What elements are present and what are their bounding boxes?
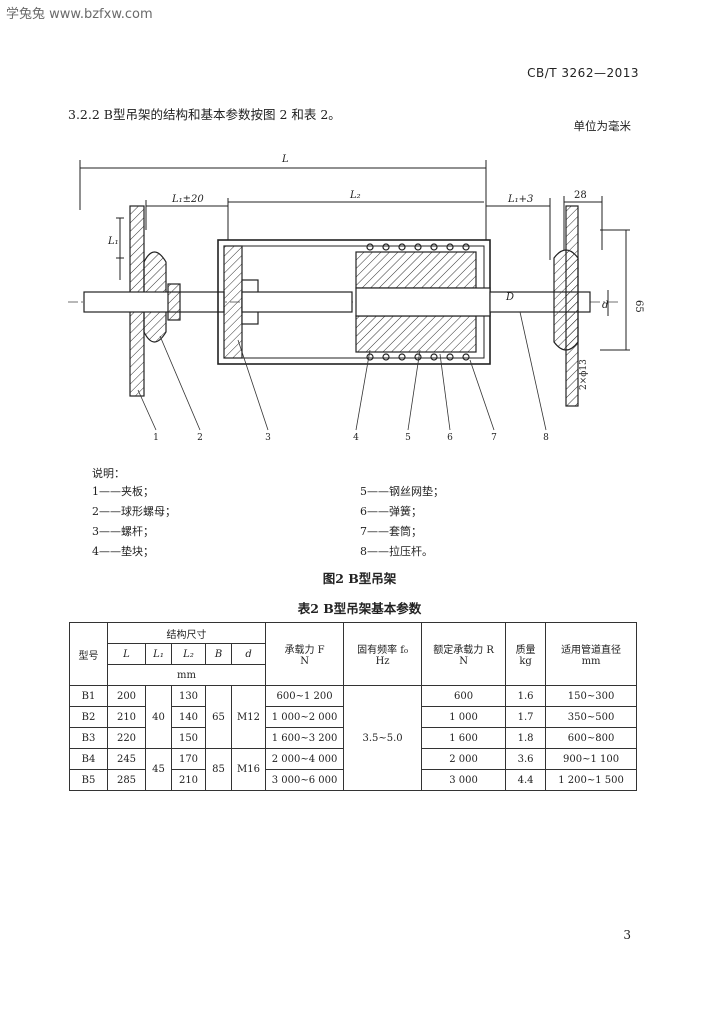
b-group-2: 85 <box>205 748 232 791</box>
header-d: d <box>230 643 267 665</box>
callout-7: 7 <box>491 433 497 440</box>
dim-label-L1: L₁ <box>107 236 119 247</box>
table-row: B1 200 40 130 65 M12 600~1 200 3.5~5.0 6… <box>69 685 638 791</box>
header-L: L <box>107 643 146 665</box>
dim-label-L1-tol: L₁±20 <box>171 194 204 205</box>
page-number: 3 <box>623 928 631 942</box>
standard-code: CB/T 3262—2013 <box>527 66 639 80</box>
callout-8: 8 <box>543 433 549 440</box>
header-B: B <box>205 643 232 665</box>
callout-3: 3 <box>265 433 271 440</box>
callout-1: 1 <box>153 433 159 440</box>
l1-group-2: 45 <box>145 748 172 791</box>
d-group-2: M16 <box>230 748 267 791</box>
callout-6: 6 <box>447 433 453 440</box>
header-L1: L₁ <box>145 643 172 665</box>
table-caption: 表2 B型吊架基本参数 <box>297 601 422 616</box>
dim-label-L: L <box>281 154 289 165</box>
b-group-1: 65 <box>205 685 232 749</box>
clause-text: 3.2.2 B型吊架的结构和基本参数按图 2 和表 2。 <box>68 107 341 122</box>
spacer-and-mesh <box>355 251 491 353</box>
dim-label-L2: L₂ <box>349 190 361 201</box>
l1-group-1: 40 <box>145 685 172 749</box>
table-row: B2 210 140 1 000~2 000 1 000 1.7 350~500 <box>69 706 638 728</box>
callout-5: 5 <box>405 433 411 440</box>
legend-item: 6——弹簧； <box>360 505 422 518</box>
header-unit-mm: mm <box>106 664 267 686</box>
legend-item: 7——套筒； <box>360 525 422 538</box>
dim-label-65: 65 <box>633 300 644 313</box>
header-L2: L₂ <box>171 643 206 665</box>
table-row: B5 285 210 3 000~6 000 3 000 4.4 1 200~1… <box>69 769 638 791</box>
legend-item: 1——夹板； <box>92 485 154 498</box>
d-group-1: M12 <box>230 685 267 749</box>
screw-end-cap <box>223 245 353 359</box>
dim-label-28: 28 <box>574 190 587 201</box>
unit-note: 单位为毫米 <box>573 119 632 133</box>
dim-label-L1-plus: L₁+3 <box>507 194 533 205</box>
figure-b-hanger-drawing: L L₁±20 L₂ L₁+3 28 L₁ D d 65 2×ϕ13 1 2 3… <box>68 154 644 440</box>
callout-4: 4 <box>353 433 359 440</box>
freq-value: 3.5~5.0 <box>343 685 423 791</box>
dim-label-d: d <box>602 300 608 311</box>
callout-2: 2 <box>197 433 203 440</box>
right-pull-rod <box>489 205 591 407</box>
spring-coils <box>366 243 470 361</box>
legend-item: 3——螺杆； <box>92 525 154 538</box>
legend-left-column: 1——夹板； 2——球形螺母； 3——螺杆； 4——垫块； <box>92 482 176 562</box>
figure-caption: 图2 B型吊架 <box>322 571 397 586</box>
table-row: B4 245 45 170 85 M16 2 000~4 000 2 000 3… <box>69 748 638 791</box>
legend-item: 5——钢丝网垫； <box>360 485 444 498</box>
legend-item: 8——拉压杆。 <box>360 545 433 558</box>
left-rod <box>83 283 225 321</box>
header-model: 型号 <box>69 622 108 686</box>
dim-label-D: D <box>505 292 514 303</box>
legend-right-column: 5——钢丝网垫； 6——弹簧； 7——套筒； 8——拉压杆。 <box>360 482 444 562</box>
legend-item: 2——球形螺母； <box>92 505 176 518</box>
watermark-text: 学兔兔 www.bzfxw.com <box>6 7 153 22</box>
header-struct: 结构尺寸 <box>106 622 267 644</box>
dim-label-holes: 2×ϕ13 <box>579 359 589 390</box>
legend-title: 说明： <box>92 467 125 480</box>
legend-item: 4——垫块； <box>92 545 154 558</box>
